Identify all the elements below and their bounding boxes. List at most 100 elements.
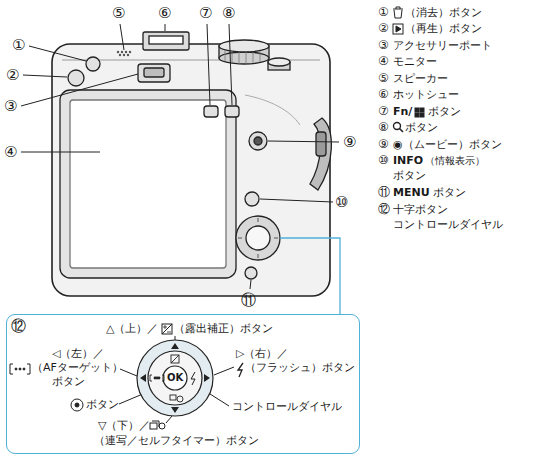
illustration-part: [236, 216, 280, 260]
illustration-part: [19, 368, 21, 370]
symbol-icons: [10, 7, 424, 429]
illustration-part: [310, 118, 331, 190]
illustration-part: [68, 70, 84, 86]
cross-button-detail: [137, 340, 213, 416]
illustration-part: [166, 416, 172, 423]
illustration-part: [171, 343, 179, 349]
callout-number: ②: [378, 21, 389, 35]
camera-body: [52, 32, 331, 296]
illustration-part: [165, 24, 166, 31]
illustration-part: [120, 24, 124, 50]
illustration-part: [21, 152, 100, 153]
illustration-part: [150, 423, 157, 429]
part-label: OK: [167, 372, 183, 384]
part-label: アクセサリーポート: [393, 39, 492, 52]
part-label: （AFターゲット）: [32, 361, 123, 374]
callout-number: ⑩: [378, 153, 389, 167]
illustration-part: [393, 7, 403, 18]
illustration-part: [229, 24, 232, 105]
callout-number: ⑤: [378, 71, 389, 85]
part-label: （消去）ボタン: [405, 6, 482, 19]
callout-number: ⑩: [335, 193, 348, 211]
illustration-part: [420, 113, 424, 117]
illustration-part: [420, 108, 424, 112]
illustration-part: [163, 325, 171, 332]
callout-number: ④: [4, 143, 17, 161]
part-label: ホットシュー: [393, 88, 459, 101]
illustration-part: [159, 423, 165, 429]
illustration-part: [171, 355, 179, 363]
illustration-part: [170, 395, 176, 400]
part-label: モニター: [393, 55, 437, 68]
part-label: （連写／セルフタイマー）ボタン: [94, 434, 259, 447]
illustration-part: [396, 26, 401, 32]
callout-number: ⑫: [11, 317, 26, 335]
illustration-part: [210, 394, 229, 406]
illustration-part: [60, 90, 236, 278]
part-label: ボタン: [393, 169, 426, 182]
illustration-part: [140, 374, 146, 382]
callout-number: ⑨: [378, 137, 389, 151]
part-label: INFO: [393, 154, 423, 167]
part-label: ◉（ムービー）ボタン: [393, 138, 502, 151]
illustration-part: [249, 132, 267, 150]
illustration-part: [245, 192, 259, 206]
illustration-part: [238, 363, 243, 377]
part-label: コントロールダイヤル: [232, 400, 342, 413]
part-label: （情報表示）: [425, 155, 485, 167]
part-label: ▽（下）／: [98, 419, 150, 432]
callout-number: ③: [378, 38, 389, 52]
callout-number: ④: [378, 54, 389, 68]
illustration-part: [137, 340, 213, 416]
illustration-part: [15, 368, 17, 370]
callout-number: ⑥: [378, 87, 389, 101]
illustration-part: [316, 132, 326, 156]
illustration-part: [23, 368, 25, 370]
part-label: コントロールダイヤル: [393, 218, 503, 231]
illustration-part: [245, 267, 257, 279]
illustration-part: [191, 372, 195, 385]
part-label: △（上）／: [106, 322, 158, 335]
part-label: ボタン: [52, 375, 85, 388]
illustration-part: [268, 141, 339, 142]
illustration-part: [148, 351, 202, 405]
illustration-part: [219, 52, 269, 64]
part-label: ボタン: [86, 398, 119, 411]
illustration-part: [268, 58, 290, 66]
illustration-part: [171, 407, 179, 413]
illustration-part: [204, 374, 210, 382]
part-label: ▷（右）／: [236, 347, 288, 360]
part-label: ◁（左）／: [52, 347, 104, 360]
callout-number: ⑦: [378, 104, 389, 118]
callout-number: ③: [4, 97, 17, 115]
illustration-part: [86, 57, 100, 71]
callout-number: ⑧: [222, 4, 235, 22]
illustration-part: [117, 51, 131, 56]
illustration-part: [21, 74, 138, 106]
illustration-part: [214, 367, 234, 375]
illustration-part: [225, 106, 239, 117]
illustration-part: [162, 324, 172, 334]
illustration-part: [150, 375, 164, 381]
illustration-part: [121, 51, 123, 53]
illustration-part: [70, 100, 226, 268]
callout-number: ⑫: [378, 202, 390, 216]
callout-number: ⑨: [343, 133, 356, 151]
illustration-part: [254, 137, 262, 145]
illustration-part: [71, 399, 83, 411]
illustration-part: [260, 199, 333, 202]
illustration-part: [140, 343, 210, 413]
illustration-part: [400, 129, 404, 133]
illustration-part: [117, 51, 119, 53]
callout-number: ⑥: [158, 4, 171, 22]
callout-number: ⑤: [112, 4, 125, 22]
part-label: MENU: [393, 186, 430, 199]
part-label: 十字ボタン: [393, 203, 448, 216]
illustration-part: [156, 377, 158, 379]
illustration-part: [246, 226, 270, 250]
callout-number: ①: [12, 36, 25, 54]
illustration-part: [119, 54, 121, 56]
callout-number: ⑦: [199, 4, 212, 22]
part-label: Fn/: [393, 105, 412, 118]
